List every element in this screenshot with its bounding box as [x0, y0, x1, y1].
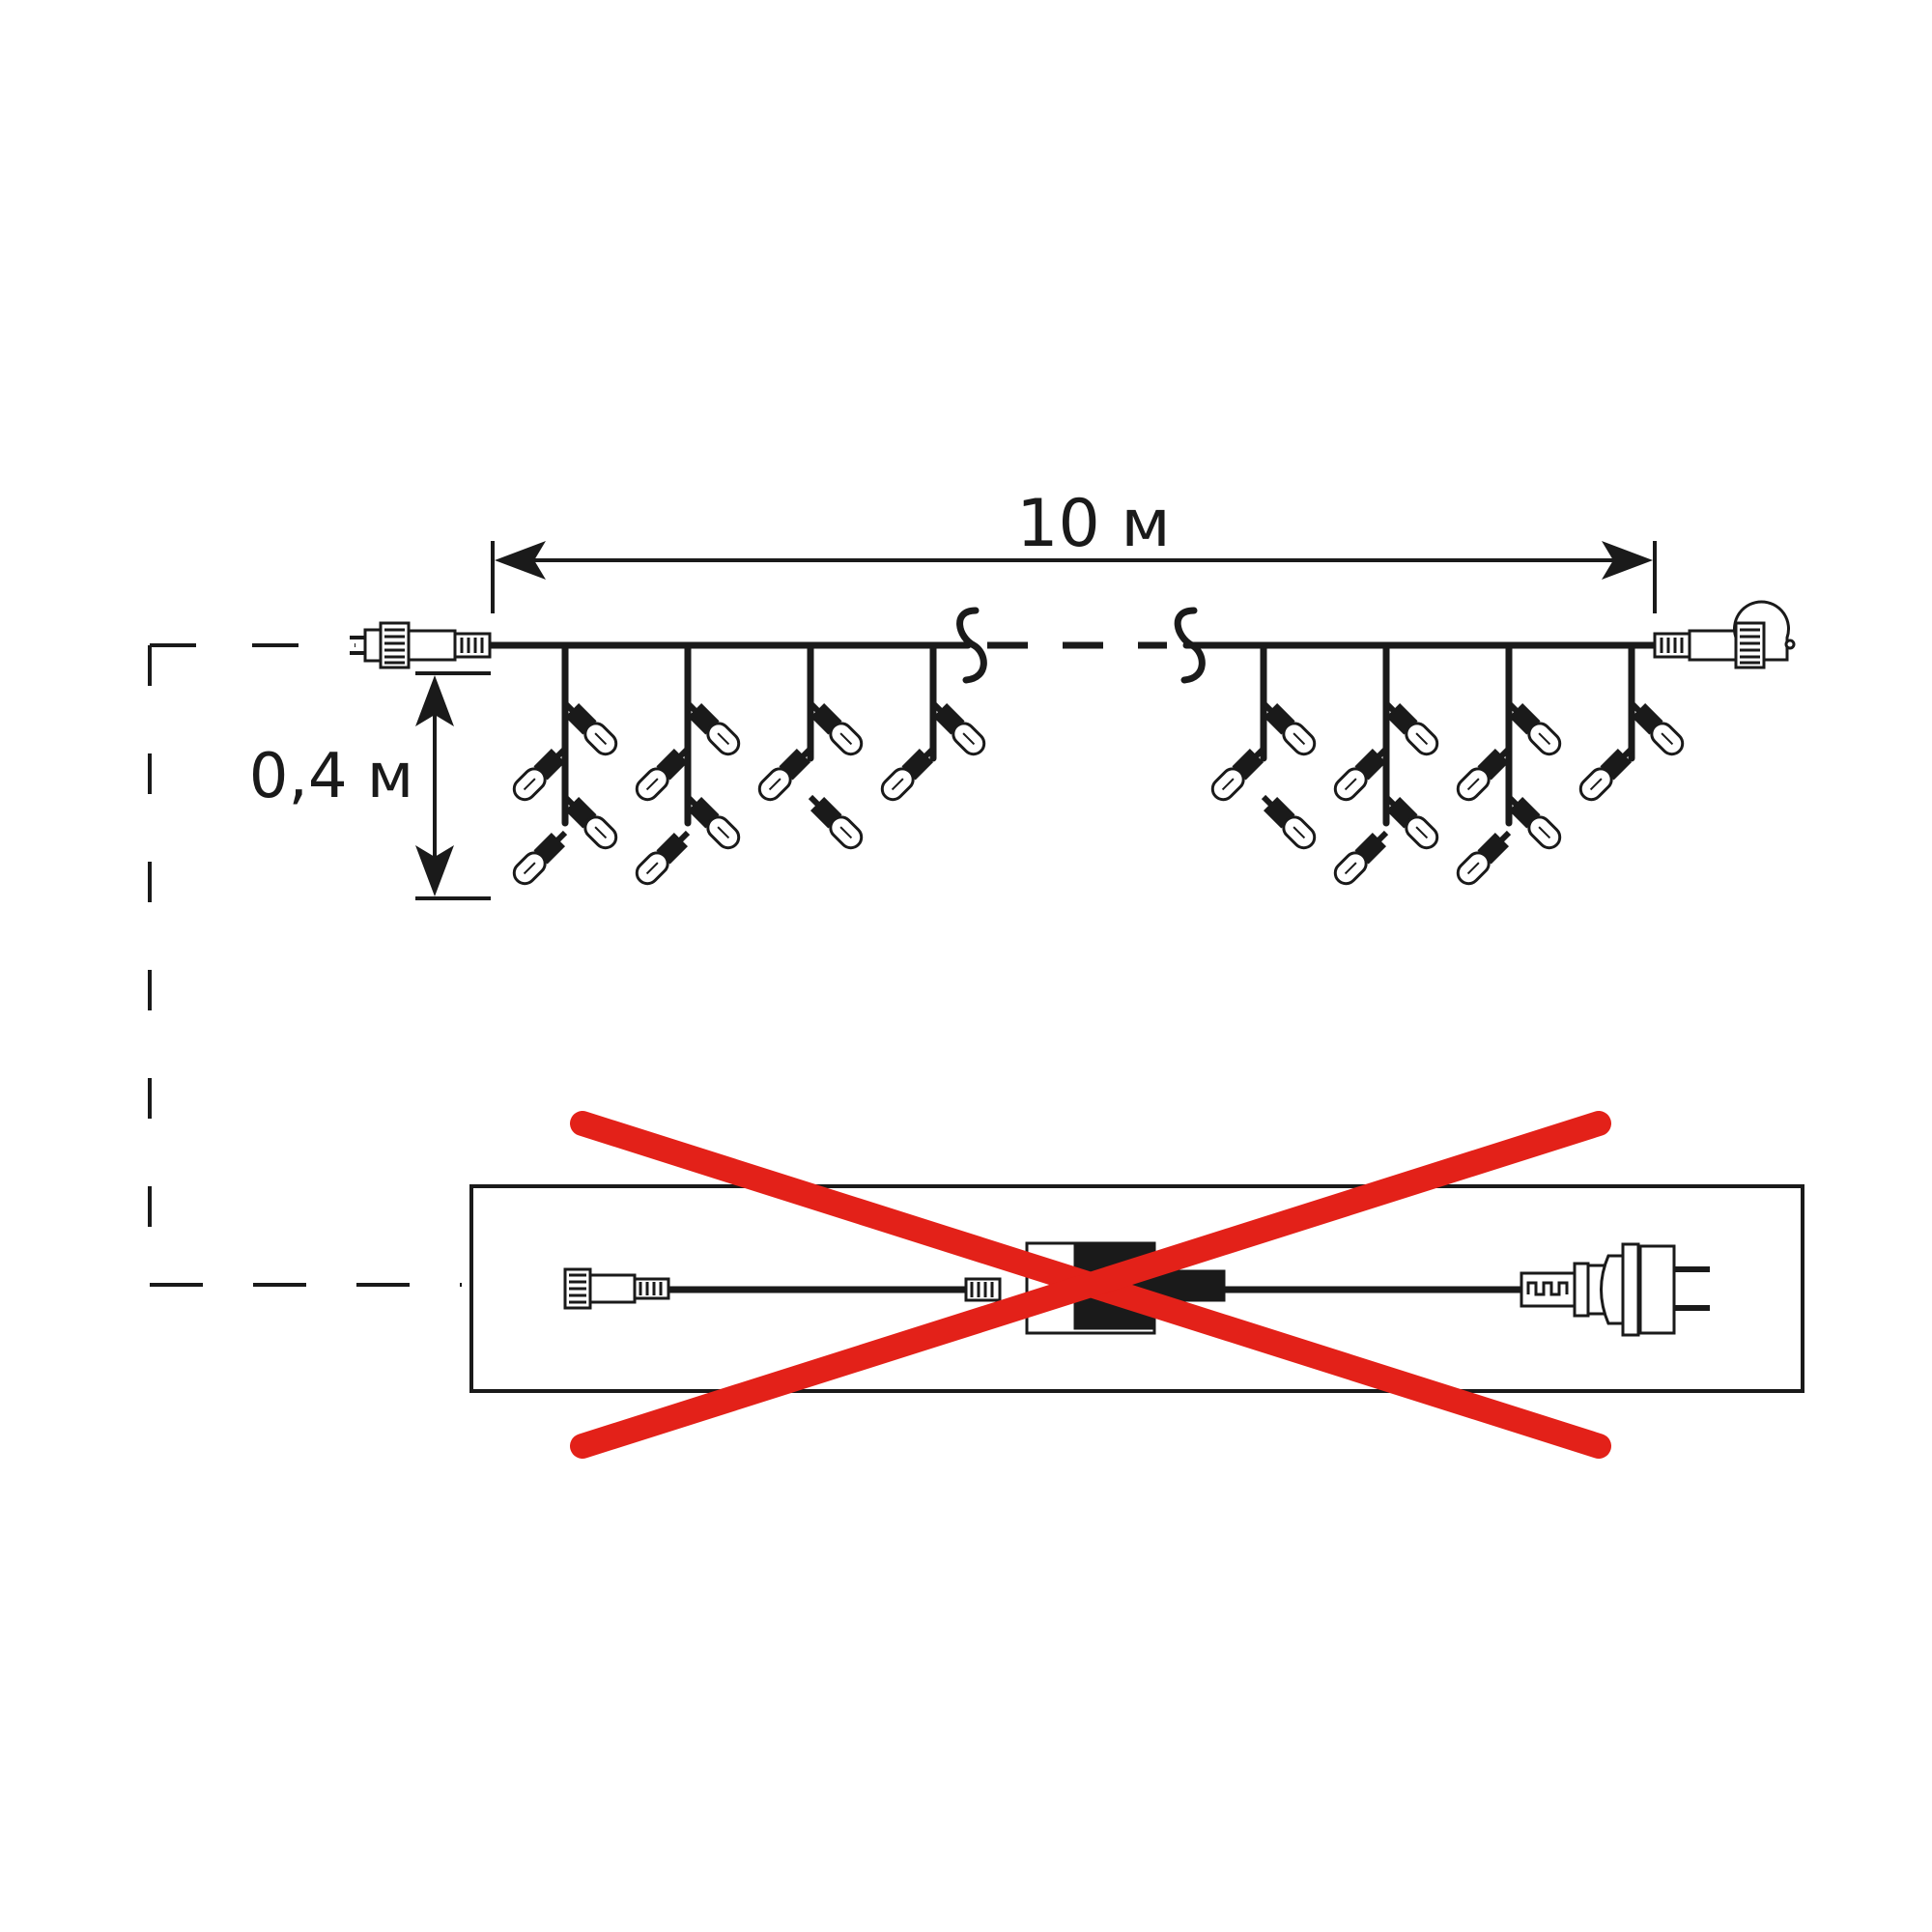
led-bulb-icon	[1333, 830, 1389, 886]
led-bulb-icon	[1506, 700, 1562, 756]
main-wire	[485, 607, 1659, 684]
length-label: 10 м	[1016, 486, 1170, 562]
led-bulb-icon	[1210, 746, 1266, 802]
led-bulb-icon	[685, 700, 741, 756]
led-bulb-icon	[1261, 700, 1317, 756]
height-dimension	[415, 671, 491, 900]
led-bulb-icon	[1506, 794, 1562, 850]
input-connector-icon	[350, 621, 492, 669]
arrow-up-icon	[415, 675, 454, 726]
end-cap-connector-icon	[1653, 600, 1796, 669]
led-bulb-icon	[1629, 700, 1685, 756]
led-bulb-icon	[1383, 700, 1439, 756]
led-bulb-icon	[880, 746, 936, 802]
led-bulb-icon	[808, 700, 864, 756]
led-bulb-icon	[1456, 830, 1512, 886]
icicle-drops	[512, 641, 1685, 886]
led-bulb-icon	[562, 794, 618, 850]
led-bulb-icon	[512, 830, 568, 886]
led-bulb-icon	[512, 746, 568, 802]
led-bulb-icon	[562, 700, 618, 756]
arrow-right-icon	[1602, 541, 1653, 580]
led-bulb-icon	[635, 830, 691, 886]
led-bulb-icon	[757, 746, 813, 802]
dashed-link	[148, 643, 462, 1287]
led-bulb-icon	[635, 746, 691, 802]
wire-break-right	[1174, 607, 1206, 684]
arrow-left-icon	[495, 541, 546, 580]
led-bulb-icon	[1333, 746, 1389, 802]
led-bulb-icon	[1456, 746, 1512, 802]
led-bulb-icon	[1383, 794, 1439, 850]
plug-icon	[1520, 1242, 1710, 1337]
prohibition-cross-icon	[570, 1111, 1611, 1459]
output-connector-icon	[563, 1267, 670, 1310]
wire-break-left	[956, 607, 987, 684]
length-dimension	[491, 541, 1657, 613]
drop-height-label: 0,4 м	[249, 741, 413, 812]
arrow-down-icon	[415, 845, 454, 896]
led-bulb-icon	[1261, 794, 1317, 850]
led-bulb-icon	[808, 794, 864, 850]
led-bulb-icon	[1578, 746, 1634, 802]
